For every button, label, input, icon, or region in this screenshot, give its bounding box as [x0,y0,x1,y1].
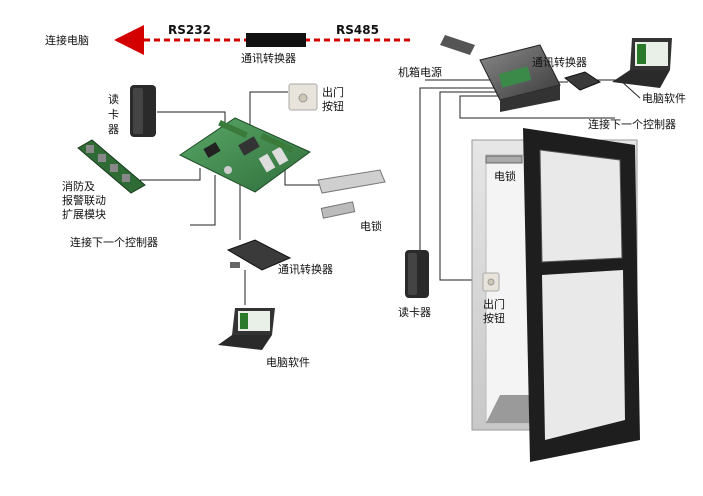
fire-alarm-module: 消防及 报警联动 扩展模块 [62,139,146,221]
right-lock-bar [485,155,523,164]
right-next-controller-label: 连接下一个控制器 [588,117,676,131]
rs485-label: RS485 [336,23,379,37]
fire-label-1: 消防及 [62,179,95,193]
rs232-label: RS232 [168,23,211,37]
right-exit-label-2: 按钮 [483,311,505,325]
top-converter-box [246,33,306,47]
power-box: 机箱电源 [398,35,561,112]
right-laptop: 电脑软件 [612,38,686,105]
left-reader-label-1: 读 [108,92,119,106]
left-lock-label: 电锁 [360,219,382,233]
left-exit-label-1: 出门 [322,85,344,99]
fire-label-3: 扩展模块 [62,207,106,221]
right-diagram: 电锁 机箱电源 通讯转换器 电脑软件 连接下 [398,35,686,462]
right-lock-label: 电锁 [494,169,516,183]
right-converter-label: 通讯转换器 [532,55,587,69]
fire-label-2: 报警联动 [62,193,106,207]
left-magnetic-lock: 电锁 [317,169,386,233]
right-pc-label: 电脑软件 [642,91,686,105]
left-laptop: 电脑软件 [218,308,310,369]
left-pc-label: 电脑软件 [266,355,310,369]
top-converter-label: 通讯转换器 [241,51,296,65]
right-exit-button: 出门 按钮 [482,272,505,325]
left-exit-button: 出门 按钮 [288,83,344,113]
controller-board [179,117,311,193]
left-wires [140,91,320,305]
right-wires [419,79,641,281]
left-card-reader: 读 卡 器 [108,85,156,137]
top-bus: 连接电脑 RS232 RS485 通讯转换器 [45,23,410,65]
left-diagram: 读 卡 器 出门 按钮 消防及 [62,83,386,369]
left-converter-label: 通讯转换器 [278,262,333,276]
right-exit-label-1: 出门 [483,297,505,311]
connect-pc-label: 连接电脑 [45,34,89,47]
left-reader-label-2: 卡 [108,108,119,121]
left-reader-label-3: 器 [108,123,119,136]
left-converter: 通讯转换器 [226,239,333,276]
power-box-label: 机箱电源 [398,65,442,79]
right-card-reader: 读卡器 [398,250,431,319]
open-door [523,128,640,462]
right-reader-label: 读卡器 [398,305,431,319]
left-next-controller-label: 连接下一个控制器 [70,235,158,249]
right-converter: 通讯转换器 [532,55,602,91]
left-exit-label-2: 按钮 [322,99,344,113]
